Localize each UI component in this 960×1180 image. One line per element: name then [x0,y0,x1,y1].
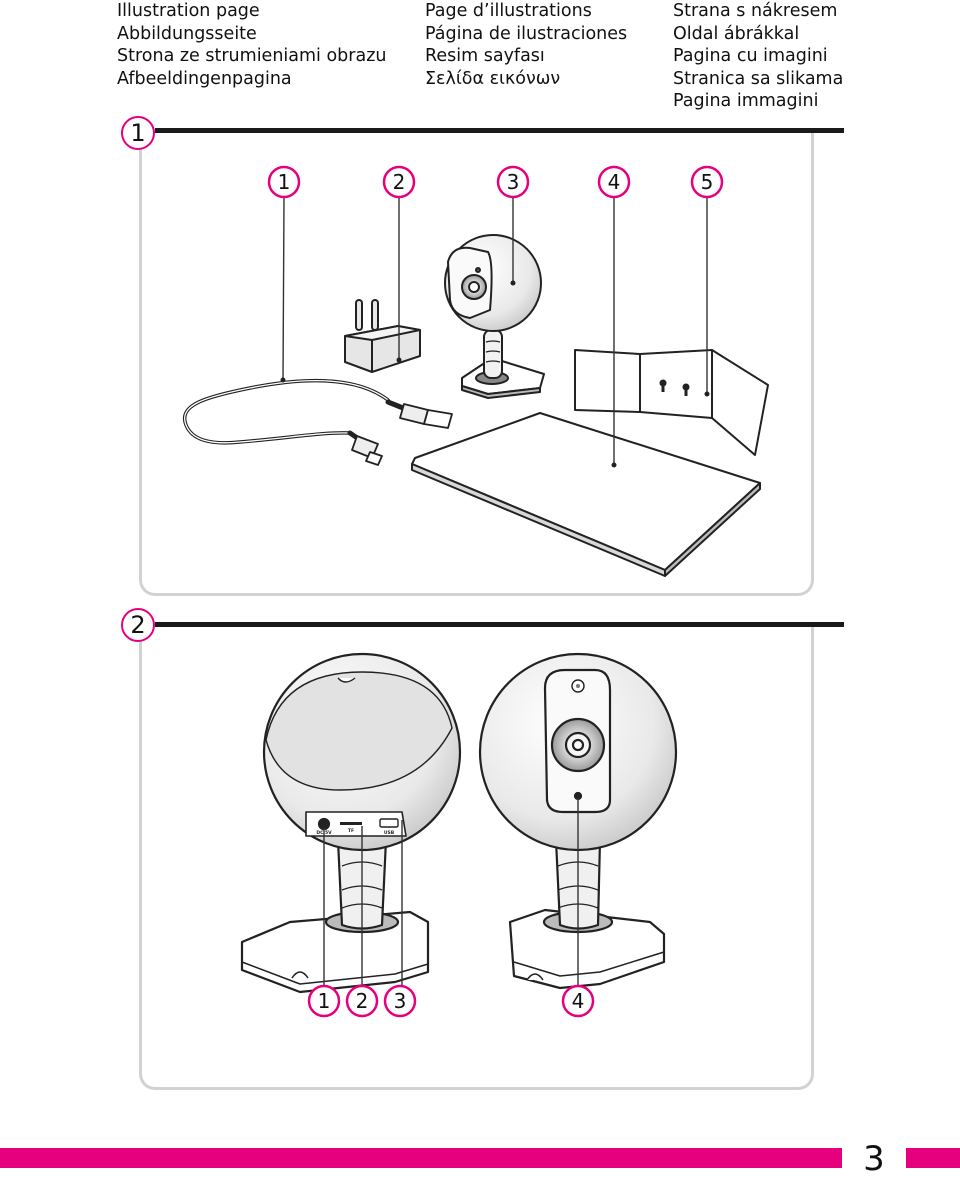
section-panel-2 [139,624,814,1090]
callout-dots-1 [280,280,710,468]
header-column-2: Page d’illustrations Página de ilustraci… [425,0,627,90]
callout-lines-2 [323,798,579,986]
header-text: Oldal ábrákkal [673,23,800,44]
section-panel-1 [139,130,814,596]
header-text: Resim sayfası [425,46,545,66]
usb-cable-icon [182,378,411,447]
camera-front-view-icon [478,652,678,990]
page-number: 3 [863,1139,885,1179]
callout-label: 4 [572,989,585,1013]
port-label: TF [348,828,354,834]
footer-accent-bar [0,1148,842,1168]
header-text: Σελίδα εικόνων [425,68,561,89]
header-text: Strona ze strumieniami obrazu [117,46,387,66]
ac-adapter-icon [344,299,421,373]
callout-label: 2 [393,170,406,194]
micro-usb-connector-icon [351,435,383,466]
camera-rear-view-icon [240,652,462,994]
section-number-1: 1 [121,116,155,150]
callout-label: 4 [608,170,621,194]
section-number-2: 2 [121,608,155,642]
header-column-1: Illustration page Abbildungsseite Strona… [117,0,386,90]
header-text: Abbildungsseite [117,23,257,44]
header-text: Página de ilustraciones [425,23,628,44]
port-label: USB [384,830,395,836]
callout-lines-1 [282,197,708,465]
callout-label: 5 [701,170,714,194]
footer-accent-bar-right [906,1148,960,1168]
header-text: Pagina immagini [673,91,819,111]
header-text: Strana s nákresem [673,1,838,21]
callout-label: 3 [394,989,407,1013]
header-text: Afbeeldingenpagina [117,68,292,89]
callout-circles-2 [307,984,595,1018]
mounting-plate-icon [411,412,761,577]
callout-circles-1 [267,165,724,199]
callout-label: 2 [356,989,369,1013]
callout-label: 1 [278,170,291,194]
header-text: Pagina cu imagini [673,46,828,66]
header-column-3: Strana s nákresem Oldal ábrákkal Pagina … [673,0,843,113]
camera-icon [444,234,545,399]
header-text: Illustration page [117,1,260,21]
section-divider-1 [155,128,844,133]
callout-label: 3 [507,170,520,194]
wall-template-icon [574,349,769,456]
usb-connector-icon [399,403,453,429]
callout-label: 1 [318,989,331,1013]
header-text: Stranica sa slikama [673,68,844,89]
header-text: Page d’illustrations [425,1,592,21]
section-divider-2 [155,622,844,627]
